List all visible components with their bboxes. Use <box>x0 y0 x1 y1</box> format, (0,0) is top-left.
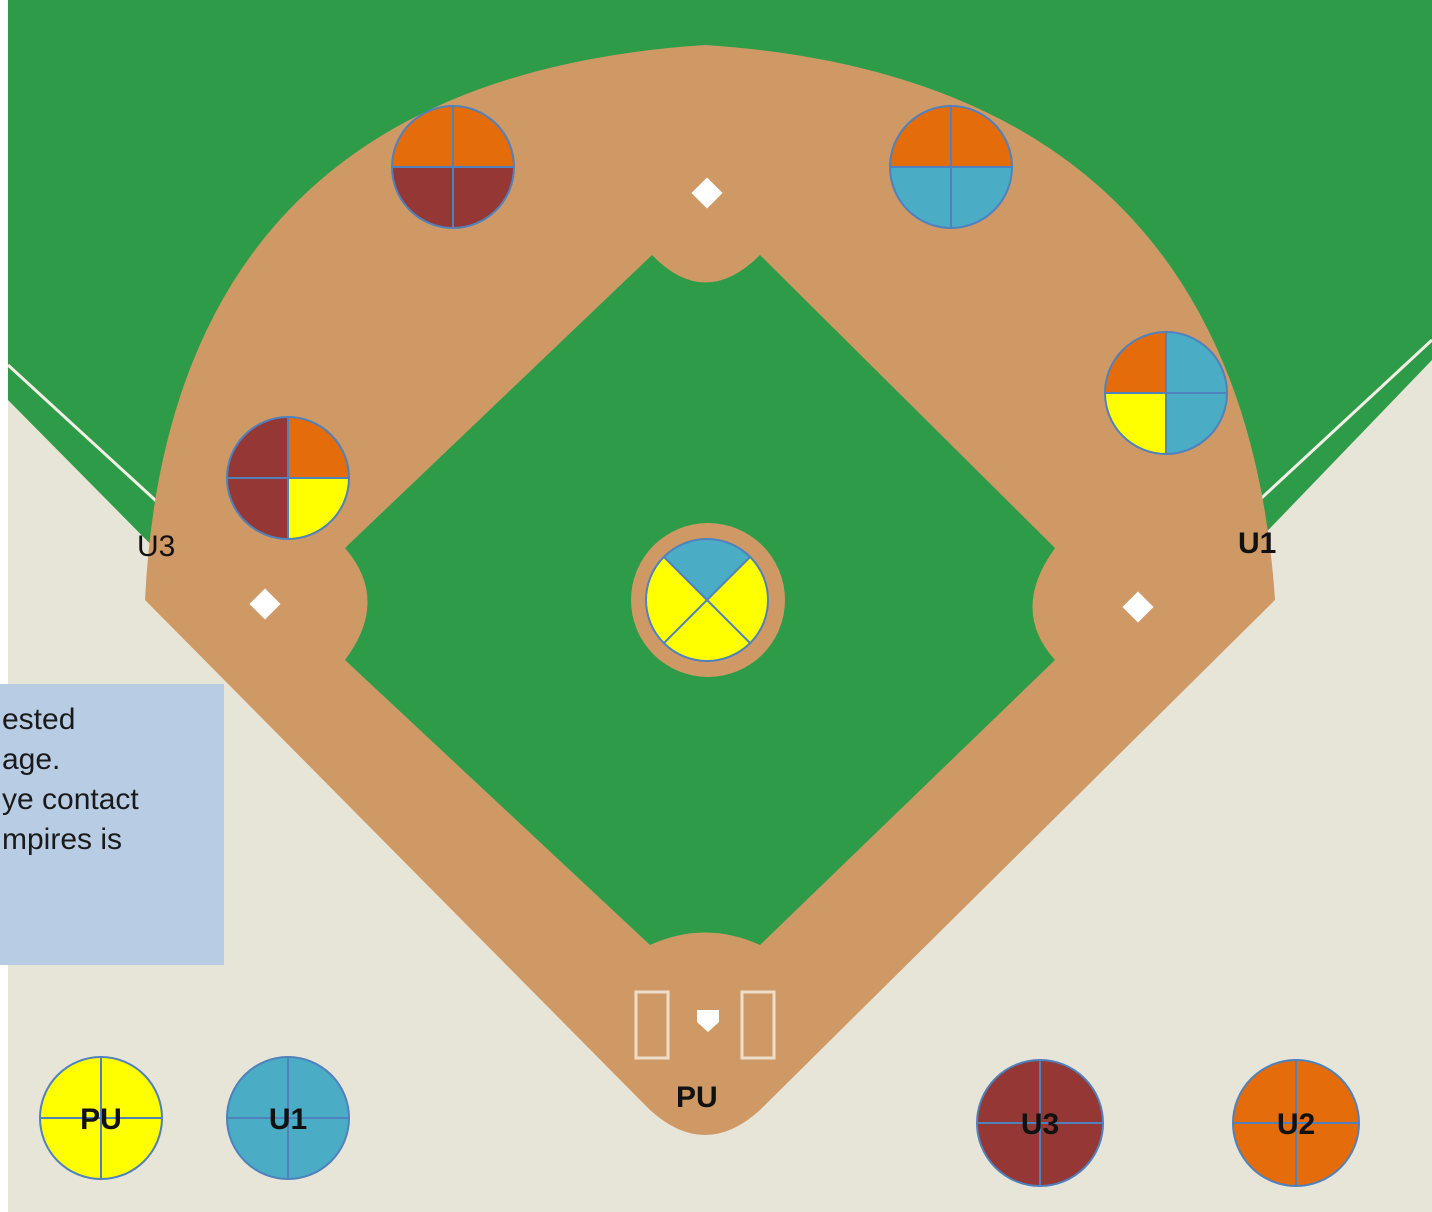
legend-u1-label: U1 <box>269 1103 307 1136</box>
note-text: ested age. ye contact mpires is <box>0 700 212 860</box>
zone-right-field <box>890 106 1012 228</box>
note-line: ested <box>0 700 212 740</box>
u1-field-label: U1 <box>1238 527 1276 560</box>
pu-field-label: PU <box>676 1081 718 1114</box>
legend-u2-label: U2 <box>1277 1108 1315 1141</box>
zone-pitchers-mound <box>646 539 768 661</box>
legend-pu-label: PU <box>80 1103 122 1136</box>
zone-third-base <box>227 417 349 539</box>
zone-left-field <box>392 106 514 228</box>
note-box: ested age. ye contact mpires is <box>0 684 224 965</box>
note-line: ye contact <box>0 780 212 820</box>
u3-field-label: U3 <box>137 530 175 563</box>
zone-first-base <box>1105 332 1227 454</box>
note-line: age. <box>0 740 212 780</box>
note-line: mpires is <box>0 820 212 860</box>
legend-u3-label: U3 <box>1021 1108 1059 1141</box>
